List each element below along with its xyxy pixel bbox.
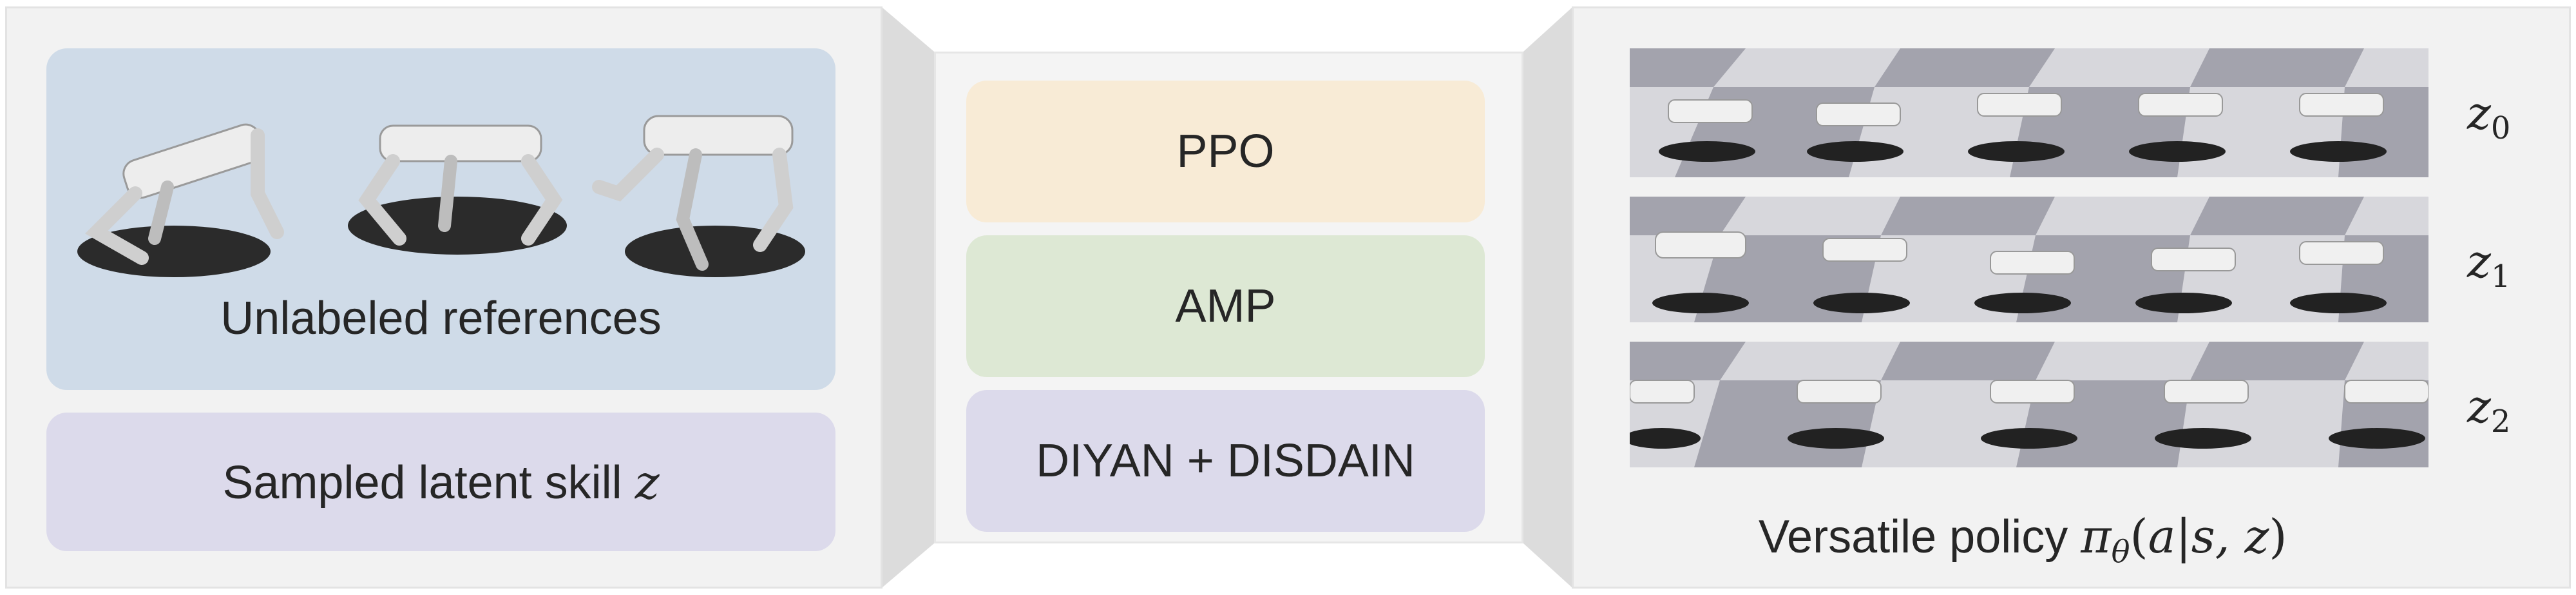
reference-robots-illustration	[77, 115, 805, 277]
latent-skill-label: Sampled latent skill z	[222, 454, 660, 509]
skill-label-z0: z0	[2467, 87, 2511, 146]
diyan-disdain-box: DIYAN + DISDAIN	[966, 390, 1485, 532]
skill-strip-1	[1630, 197, 2428, 322]
skill-strip-2	[1630, 342, 2428, 467]
robot-figure-2	[348, 124, 567, 255]
skill-strip-0	[1630, 48, 2428, 177]
latent-skill-box: Sampled latent skill z	[46, 413, 835, 551]
robot-figure-3	[592, 115, 805, 277]
skill-label-z2: z2	[2467, 380, 2511, 440]
policy-caption: Versatile policy πθ(a|s, z)	[1759, 509, 2287, 571]
amp-box: AMP	[966, 235, 1485, 377]
left-connector	[883, 8, 934, 587]
amp-label: AMP	[1175, 280, 1276, 332]
latent-skill-symbol: z	[634, 454, 660, 509]
skill-label-z1: z1	[2467, 235, 2511, 295]
references-label: Unlabeled references	[220, 293, 662, 344]
right-connector	[1523, 8, 1572, 587]
policy-subscript: θ	[2111, 534, 2130, 571]
diyan-disdain-label: DIYAN + DISDAIN	[1036, 435, 1415, 487]
robot-figure-1	[77, 123, 284, 277]
policy-symbol: π	[2081, 509, 2112, 563]
ppo-label: PPO	[1176, 126, 1275, 177]
policy-args: a|s, z	[2148, 509, 2269, 563]
ppo-box: PPO	[966, 81, 1485, 222]
